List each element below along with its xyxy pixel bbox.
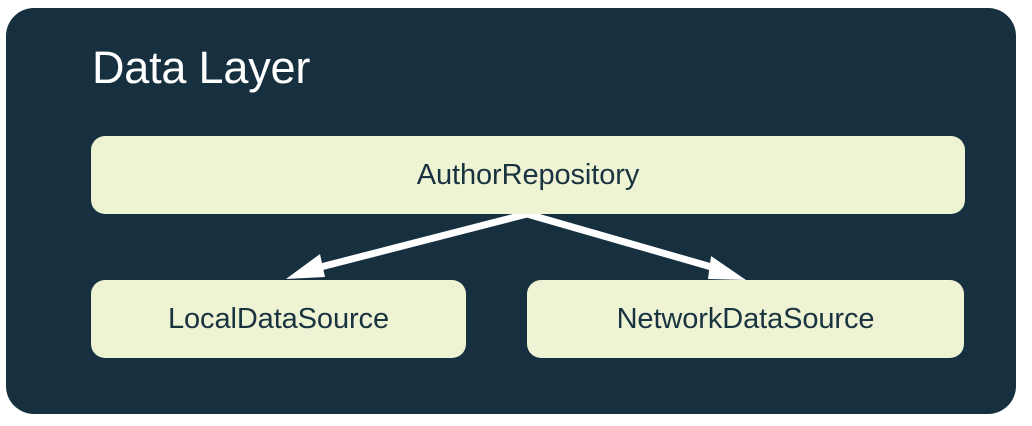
node-local-data-source[interactable]: LocalDataSource [91,280,466,358]
node-network-data-source[interactable]: NetworkDataSource [527,280,964,358]
node-author-repository[interactable]: AuthorRepository [91,136,965,214]
node-label: LocalDataSource [168,303,389,335]
page-title: Data Layer [92,42,311,93]
node-label: NetworkDataSource [616,303,875,335]
node-label: AuthorRepository [416,159,640,191]
